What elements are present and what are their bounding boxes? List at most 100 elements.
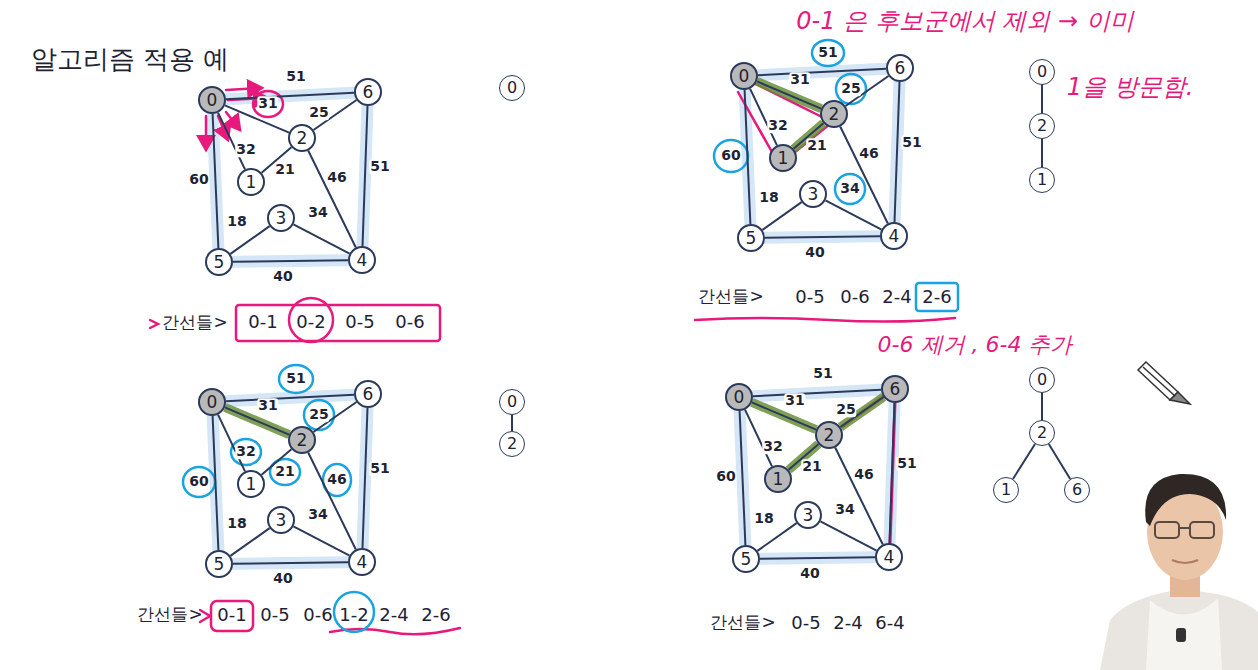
graph-edge	[226, 93, 354, 100]
edge-weight: 51	[369, 159, 390, 174]
vertex-number: 2	[829, 106, 840, 123]
edge-weight: 60	[188, 474, 209, 489]
graph-vertex: 5	[732, 545, 760, 573]
pencil-cursor	[1138, 362, 1190, 404]
graph-vertex: 6	[354, 78, 382, 106]
graph-vertex: 2	[815, 421, 843, 449]
graph-vertex: 1	[764, 465, 792, 493]
graph-edge	[213, 114, 219, 248]
vertex-number: 6	[363, 84, 374, 101]
vertex-number: 2	[507, 436, 517, 452]
edge-weight: 32	[762, 439, 783, 454]
vertex-number: 6	[363, 386, 374, 403]
edge-weight: 25	[840, 81, 861, 96]
graph-vertex: 4	[880, 222, 908, 250]
vertex-number: 0	[207, 394, 218, 411]
handwritten-note: 0-6 제거 , 6-4 추가	[878, 332, 1073, 357]
graph-edge	[218, 113, 245, 170]
edge-list-item: 2-6	[922, 287, 951, 308]
graph-edge	[362, 408, 367, 548]
vertex-number: 3	[276, 210, 287, 227]
edge-weight: 31	[257, 398, 278, 413]
edge-weight: 34	[307, 205, 328, 220]
vertex-number: 0	[1037, 372, 1047, 388]
edge-list-item: 0-1	[248, 312, 277, 333]
edge-weight: 40	[799, 566, 820, 581]
graph-vertex: 0	[730, 62, 758, 90]
graph-edge	[760, 557, 875, 559]
edge-list-item: 2-4	[882, 287, 911, 308]
tree-node: 2	[1029, 420, 1055, 446]
edge-weight: 34	[307, 507, 328, 522]
vertex-number: 5	[214, 556, 225, 573]
tree-node: 1	[1029, 167, 1055, 193]
vertex-number: 4	[357, 252, 368, 269]
edge-weight: 51	[817, 45, 838, 60]
graph-edge	[233, 260, 348, 262]
edge-weight: 31	[789, 72, 810, 87]
edge-list-item: 2-6	[421, 605, 450, 626]
edge-weight: 25	[308, 407, 329, 422]
edge-list-item: 6-4	[875, 613, 904, 634]
vertex-number: 1	[246, 174, 257, 191]
edge-weight: 31	[784, 393, 805, 408]
graph-edge	[889, 403, 894, 543]
slide-title: 알고리즘 적용 예	[31, 45, 230, 75]
vertex-number: 3	[808, 186, 819, 203]
presenter-webcam	[1100, 474, 1258, 670]
graph-edge	[1041, 85, 1043, 113]
vertex-number: 5	[741, 551, 752, 568]
edge-list-heading: 간선들>	[162, 313, 227, 333]
tree-node: 2	[499, 431, 525, 457]
graph-edge	[835, 448, 883, 545]
edge-weight: 51	[901, 135, 922, 150]
tree-node: 0	[1029, 59, 1055, 85]
tree-node: 2	[1029, 113, 1055, 139]
edge-weight: 46	[853, 467, 874, 482]
graph-vertex: 1	[237, 168, 265, 196]
graph-edge	[213, 416, 219, 550]
vertex-number: 0	[734, 389, 745, 406]
graph-vertex: 0	[198, 86, 226, 114]
edge-weight: 25	[308, 105, 329, 120]
vertex-number: 3	[276, 512, 287, 529]
graph-edge	[745, 410, 772, 467]
edge-list-item: 0-6	[303, 605, 332, 626]
graph-edge	[757, 523, 796, 551]
graph-edge	[1049, 444, 1070, 479]
vertex-number: 5	[214, 254, 225, 271]
handwritten-note: 0-1 은 후보군에서 제외 → 이미	[796, 8, 1133, 36]
edge-list-heading: 간선들>	[137, 605, 202, 625]
edge-list-item: 2-4	[833, 613, 862, 634]
graph-vertex: 2	[288, 426, 316, 454]
vertex-number: 6	[890, 381, 901, 398]
graph-vertex: 1	[769, 144, 797, 172]
graph-edge	[308, 151, 356, 248]
graph-vertex: 5	[205, 550, 233, 578]
graph-vertex: 3	[794, 501, 822, 529]
edge-weight: 51	[369, 461, 390, 476]
vertex-number: 0	[739, 68, 750, 85]
graph-vertex: 5	[205, 248, 233, 276]
vertex-number: 0	[507, 80, 517, 96]
pink-annotation	[150, 84, 955, 634]
graph-edge	[226, 395, 354, 402]
vertex-number: 6	[895, 60, 906, 77]
edge-weight: 51	[285, 371, 306, 386]
graph-edge	[894, 82, 899, 222]
edge-list-heading: 간선들>	[698, 287, 763, 307]
graph-edge	[293, 526, 349, 555]
edge-weight: 21	[806, 138, 827, 153]
graph-edge	[765, 236, 880, 238]
graph-edge	[758, 69, 886, 76]
graph-edge	[840, 127, 888, 224]
graph-edge	[762, 202, 801, 230]
edge-weight: 18	[753, 511, 774, 526]
edge-weight: 31	[257, 96, 278, 111]
edge-list-item: 2-4	[379, 605, 408, 626]
edge-weight: 32	[235, 142, 256, 157]
edge-weight: 18	[226, 516, 247, 531]
vertex-number: 2	[297, 432, 308, 449]
graph-vertex: 5	[737, 224, 765, 252]
edge-weight: 18	[226, 214, 247, 229]
